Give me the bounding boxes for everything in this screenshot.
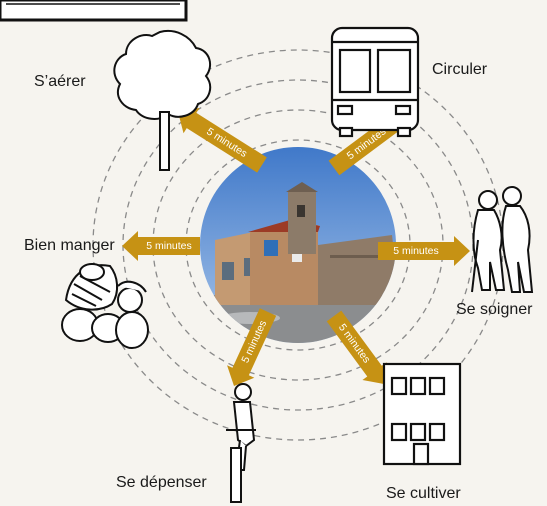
bus-icon — [330, 26, 420, 138]
elderly-people-icon — [471, 186, 534, 293]
cyclist-icon — [226, 383, 256, 503]
label-s-aerer: S’aérer — [34, 73, 86, 90]
tree-icon — [113, 30, 212, 171]
label-se-depenser: Se dépenser — [116, 474, 207, 491]
arrow-shape — [378, 236, 470, 266]
fruit-basket-icon — [61, 263, 149, 349]
arrow-label: 5 minutes — [146, 240, 192, 252]
arrow-to-bien-manger: 5 minutes — [122, 231, 200, 261]
arrow-label: 5 minutes — [336, 322, 373, 366]
arrow-label: 5 minutes — [393, 245, 439, 257]
corner-frame — [0, 0, 188, 22]
arrow-shape — [177, 107, 267, 173]
arrow-to-se-soigner: 5 minutes — [378, 236, 470, 266]
building-icon — [382, 362, 462, 466]
label-se-soigner: Se soigner — [456, 301, 533, 318]
label-se-cultiver: Se cultiver — [386, 485, 461, 502]
arrow-shape — [326, 310, 387, 385]
label-circuler: Circuler — [432, 61, 488, 78]
arrow-shape — [227, 308, 277, 387]
village-square-photo — [200, 147, 396, 343]
arrow-shape — [122, 231, 200, 261]
label-bien-manger: Bien manger — [24, 237, 115, 254]
